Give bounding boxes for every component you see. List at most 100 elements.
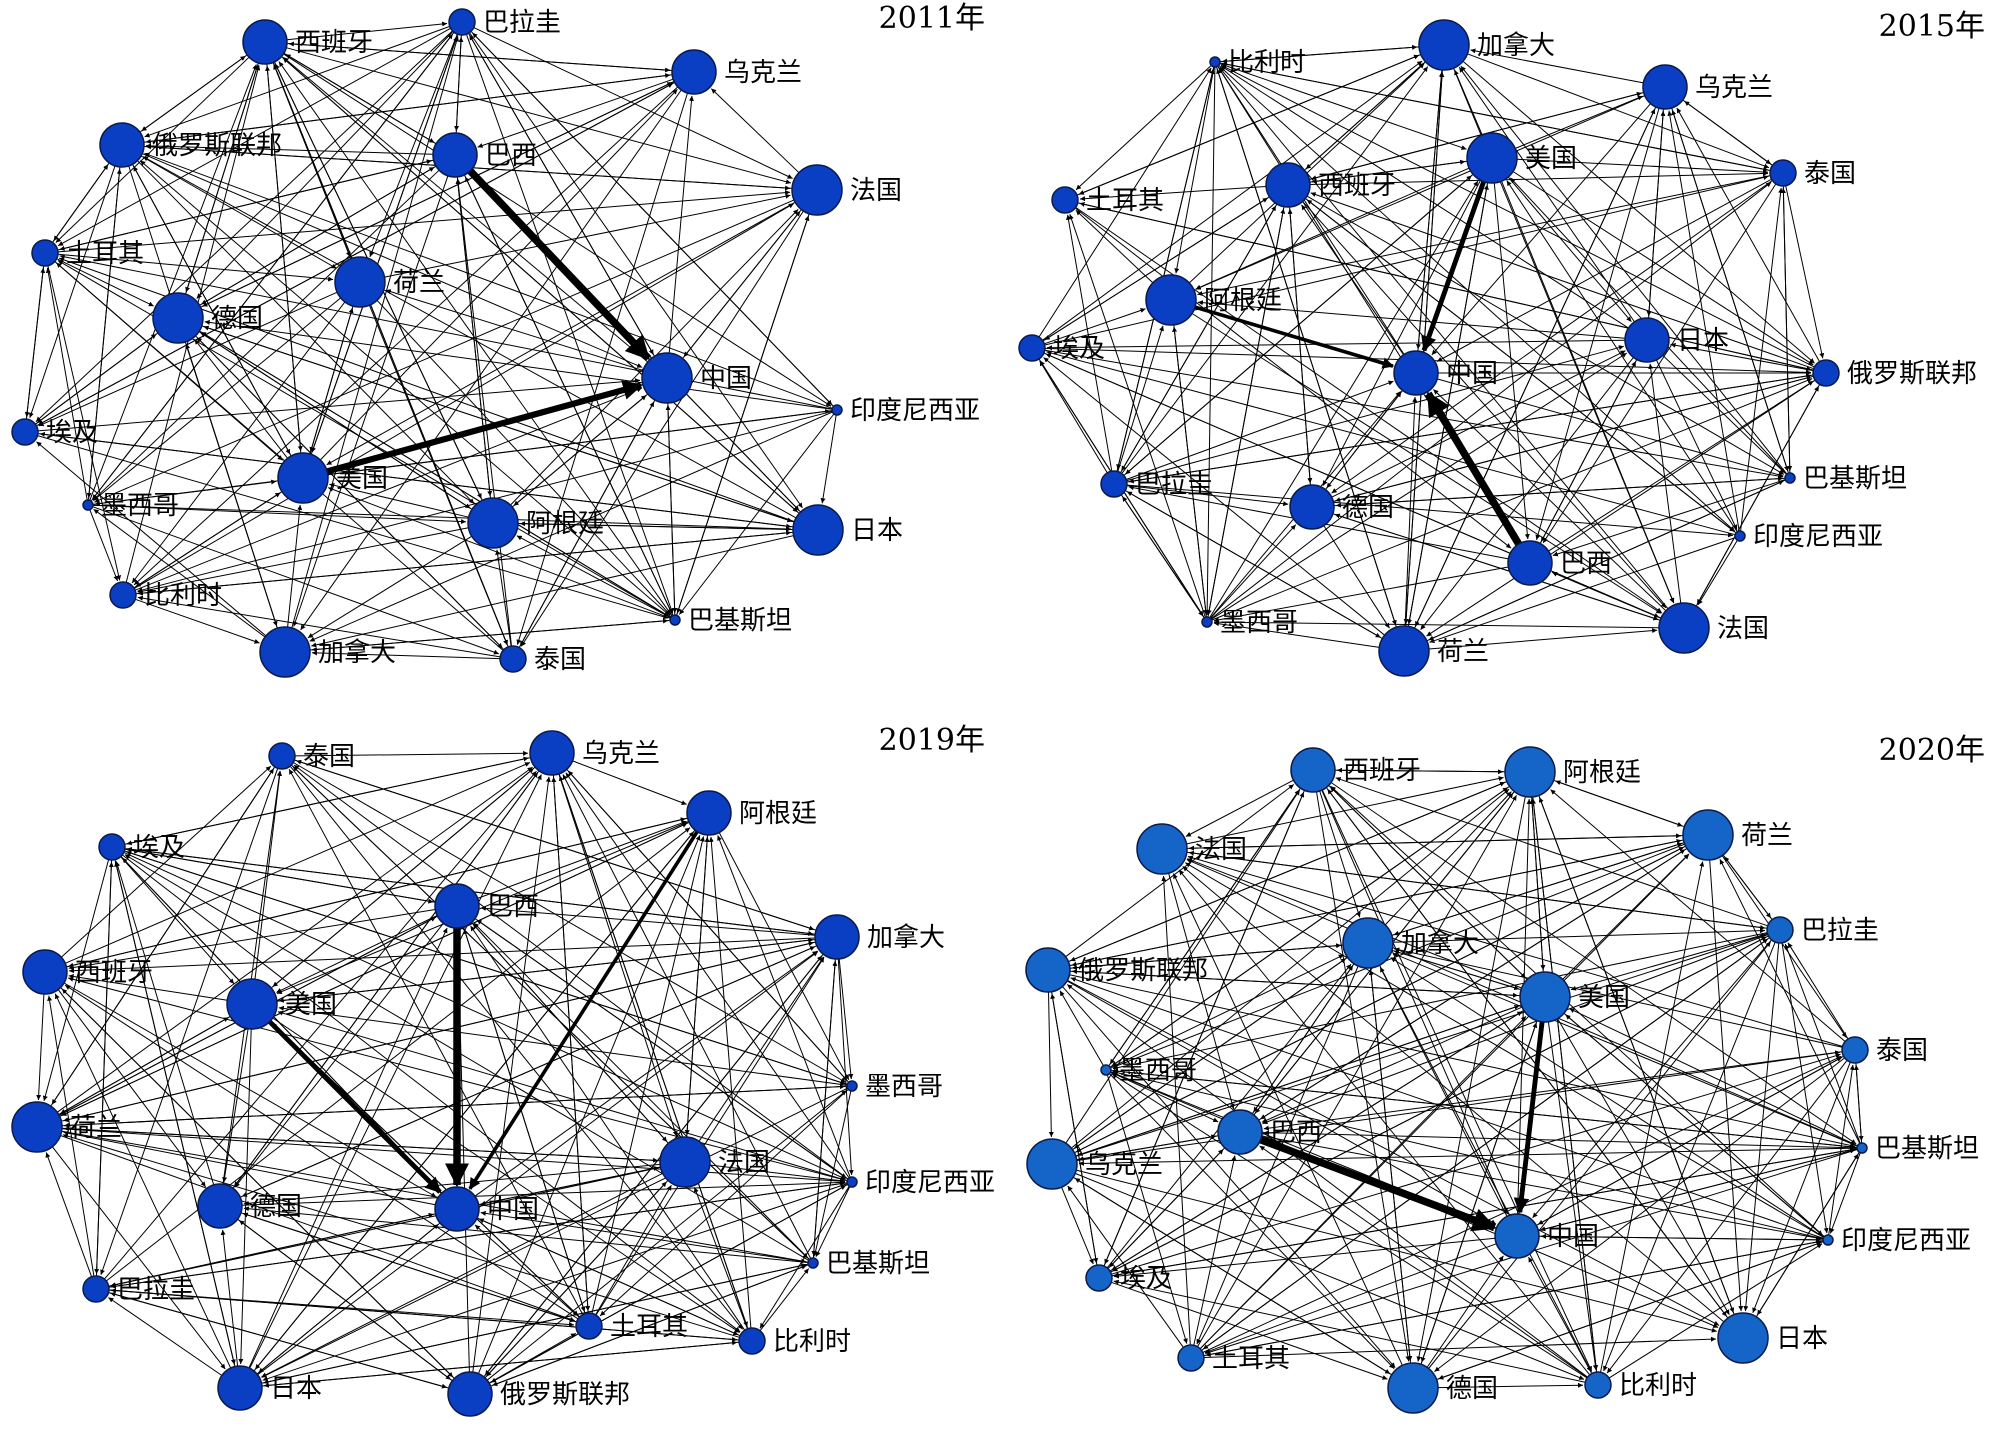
- edge-us-to-es: [1329, 786, 1528, 980]
- edge-py-to-tr: [57, 27, 451, 247]
- edge-ca-to-th: [1467, 53, 1770, 169]
- edge-py-to-es: [1335, 777, 1768, 927]
- edge-ca-to-pk: [309, 618, 669, 651]
- edge-tr-to-jp: [1203, 1336, 1717, 1358]
- edge-id-to-de: [204, 319, 833, 410]
- edge-de-to-ua: [1074, 1177, 1393, 1376]
- edge-tr-to-ua: [551, 776, 589, 1314]
- edge-mx-to-ru: [88, 168, 122, 501]
- edge-th-to-jp: [1752, 1061, 1851, 1313]
- node-tr: [31, 239, 59, 267]
- edge-mx-to-ua: [567, 770, 850, 1083]
- edge-be-to-mx: [1204, 66, 1216, 616]
- node-label-cn: 中国: [1446, 359, 1498, 389]
- edge-ca-to-ru: [1462, 60, 1815, 364]
- edge-ua-to-es: [1065, 789, 1301, 1144]
- edge-tr-to-br: [463, 928, 586, 1314]
- edge-nl-to-be: [131, 301, 346, 584]
- node-id: [831, 404, 843, 416]
- node-label-de: 德国: [250, 1192, 302, 1222]
- edge-fr-to-th: [520, 210, 804, 647]
- node-cn: [1494, 1213, 1540, 1259]
- edge-tr-to-nl: [1199, 853, 1690, 1350]
- node-label-ca: 加拿大: [318, 638, 396, 668]
- edge-ru-to-es: [61, 988, 455, 1379]
- edge-jp-to-eg: [39, 431, 794, 528]
- node-ar: [1504, 746, 1556, 798]
- edge-ru-to-py: [110, 1292, 449, 1389]
- edge-tr-to-ca: [1076, 54, 1420, 196]
- edge-py-to-be: [1116, 68, 1215, 472]
- edge-mx-to-tr: [1106, 1074, 1188, 1344]
- edge-ua-to-br: [1535, 108, 1660, 541]
- edge-py-to-cn: [108, 1212, 434, 1287]
- edge-nl-to-tr: [60, 1135, 576, 1322]
- node-label-py: 巴拉圭: [1801, 916, 1879, 946]
- edge-be-to-ru: [1066, 984, 1588, 1378]
- edge-mx-to-ru: [1211, 378, 1813, 621]
- edge-mx-to-ar: [1172, 326, 1207, 618]
- edge-mx-to-jp: [1210, 352, 1628, 620]
- edge-ru-to-ua: [143, 73, 671, 143]
- edge-py-to-us: [1570, 933, 1768, 991]
- node-label-be: 比利时: [144, 581, 222, 611]
- edge-us-to-ru: [133, 165, 292, 457]
- edge-tr-to-id: [1203, 1239, 1822, 1357]
- edge-us-to-ca: [276, 937, 814, 1002]
- edge-jp-to-be: [261, 1340, 738, 1387]
- edge-ar-to-es: [1336, 767, 1506, 773]
- node-ca: [259, 626, 311, 678]
- node-es: [242, 19, 288, 65]
- node-label-jp: 日本: [1776, 1324, 1828, 1354]
- edge-br-to-es: [68, 909, 436, 970]
- node-label-mx: 墨西哥: [1220, 608, 1298, 638]
- node-label-pk: 巴基斯坦: [1875, 1134, 1979, 1164]
- edge-br-to-ca: [1251, 965, 1354, 1115]
- edge-id-to-th: [293, 764, 849, 1180]
- node-th: [1841, 1036, 1869, 1064]
- edge-py-to-nl: [45, 1152, 93, 1277]
- edge-ru-to-cn: [142, 153, 643, 368]
- edge-be-to-fr: [693, 1187, 748, 1329]
- edge-fr-to-cn: [1433, 389, 1667, 612]
- edge-be-to-cn: [1528, 1256, 1593, 1374]
- network-panel-2019: 泰国乌克兰阿根廷埃及巴西加拿大西班牙美国墨西哥荷兰法国德国中国印度尼西亚巴基斯坦…: [11, 723, 995, 1417]
- node-ua: [529, 730, 575, 776]
- edge-ru-to-jp: [1670, 342, 1814, 372]
- edge-be-to-us: [1219, 63, 1467, 150]
- edge-mx-to-ar: [1109, 787, 1509, 1068]
- edge-py-to-es: [47, 995, 95, 1277]
- node-label-fr: 法国: [718, 1148, 770, 1178]
- edge-es-to-ua: [1309, 91, 1642, 180]
- edge-pk-to-ua: [562, 774, 812, 1259]
- node-label-th: 泰国: [534, 645, 586, 675]
- edge-mx-to-py: [90, 33, 454, 502]
- edge-ua-to-jp: [1076, 1169, 1717, 1333]
- edge-layer: [1048, 767, 1864, 1389]
- node-ru: [99, 122, 145, 168]
- edge-ca-to-de: [185, 343, 278, 629]
- edge-tr-to-ar: [1197, 795, 1517, 1347]
- edge-py-to-us: [1123, 175, 1472, 476]
- edge-us-to-de: [1322, 179, 1481, 486]
- edge-ca-to-py: [1392, 928, 1766, 943]
- node-nl: [334, 256, 386, 308]
- edge-tr-to-br: [57, 159, 432, 251]
- edge-de-to-us: [1420, 1022, 1538, 1365]
- edge-th-to-fr: [1187, 855, 1843, 1047]
- node-label-us: 美国: [285, 990, 337, 1020]
- edge-br-to-jp: [1539, 361, 1637, 544]
- edge-id-to-ca: [1390, 957, 1825, 1238]
- node-label-br: 巴西: [485, 141, 537, 171]
- edge-de-to-jp: [1331, 350, 1626, 498]
- edge-ru-to-id: [488, 1184, 847, 1384]
- edge-th-to-cn: [518, 401, 655, 648]
- edge-de-to-ua: [200, 81, 673, 308]
- edge-py-to-be: [1603, 941, 1776, 1372]
- edge-th-to-be: [289, 765, 743, 1330]
- edge-ua-to-be: [133, 86, 679, 586]
- edge-ca-to-tr: [1196, 965, 1359, 1345]
- edge-be-to-jp: [135, 530, 792, 595]
- edge-eg-to-tr: [25, 267, 46, 420]
- edge-ca-to-es: [68, 937, 816, 974]
